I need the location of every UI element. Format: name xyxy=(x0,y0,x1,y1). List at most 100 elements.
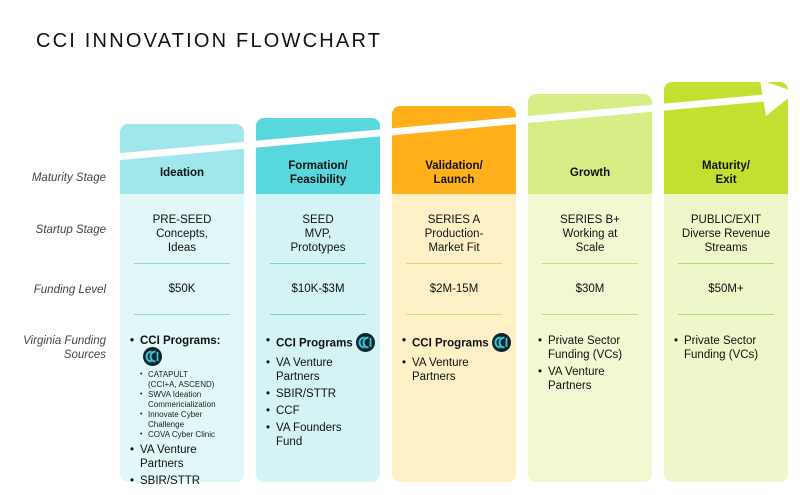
stage-line: Diverse Revenue xyxy=(681,228,771,240)
page-title: CCI INNOVATION FLOWCHART xyxy=(36,30,383,52)
list-item: Private Sector Funding (VCs) xyxy=(538,334,650,362)
list-item: Private Sector Funding (VCs) xyxy=(674,334,786,362)
column-formation-sources: CCI Programs VA Venture Partners SBIR/ST… xyxy=(266,333,378,452)
row-label-funding-sources: Virginia Funding Sources xyxy=(0,334,106,362)
column-growth-startup-stage: SERIES B+ Working at Scale xyxy=(532,213,648,255)
stage-line: PUBLIC/EXIT xyxy=(690,214,762,226)
column-ideation-header: Ideation xyxy=(120,152,244,194)
list-item: VA Venture Partners xyxy=(130,443,242,471)
arrow-shaft xyxy=(110,94,770,161)
sub-list-item-text: SWVA Ideation xyxy=(148,390,202,399)
list-item: VA Founders Fund xyxy=(266,421,378,449)
column-formation-startup-stage: SEED MVP, Prototypes xyxy=(260,213,376,255)
sub-list-item-text: Commericialization xyxy=(148,400,216,409)
sub-list-item-text: CATAPULT xyxy=(148,370,189,379)
list-item: CCF xyxy=(266,404,378,418)
divider xyxy=(542,263,638,264)
list-item-text: VA Venture xyxy=(140,444,197,456)
column-validation-funding: $2M-15M xyxy=(429,283,479,295)
column-validation: Validation/ Launch SERIES A Production- … xyxy=(392,0,516,495)
column-validation-startup-stage: SERIES A Production- Market Fit xyxy=(396,213,512,255)
divider xyxy=(406,314,502,315)
list-item: SBIR/STTR xyxy=(266,387,378,401)
column-validation-header-line2: Launch xyxy=(433,174,475,186)
cci-logo-icon xyxy=(143,347,162,366)
sub-list-item-text: COVA Cyber Clinic xyxy=(148,430,215,439)
divider xyxy=(678,314,774,315)
sub-list-item: Innovate Cyber Challenge xyxy=(140,410,242,430)
list-item-text: Funding (VCs) xyxy=(684,349,759,361)
column-maturity: Maturity/ Exit PUBLIC/EXIT Diverse Reven… xyxy=(664,0,788,495)
row-label-maturity-stage: Maturity Stage xyxy=(31,172,106,184)
column-ideation-startup-stage: PRE-SEED Concepts, Ideas xyxy=(124,213,240,255)
stage-line: Concepts, xyxy=(156,228,208,240)
stage-line: Production- xyxy=(424,228,484,240)
stage-line: SERIES A xyxy=(427,214,481,226)
sub-list-item: COVA Cyber Clinic xyxy=(140,430,242,440)
column-maturity-startup-stage: PUBLIC/EXIT Diverse Revenue Streams xyxy=(668,213,784,255)
column-growth-funding: $30M xyxy=(575,283,605,295)
divider xyxy=(270,263,366,264)
divider xyxy=(134,263,230,264)
column-maturity-header-line2: Exit xyxy=(715,174,737,186)
column-validation-header-line1: Validation/ xyxy=(425,160,483,172)
stage-line: Prototypes xyxy=(290,242,346,254)
column-growth-header-line1: Growth xyxy=(569,167,611,179)
row-label-funding-sources-line2: Sources xyxy=(63,349,106,361)
column-maturity-funding: $50M+ xyxy=(708,283,744,295)
list-item-text: CCI Programs xyxy=(412,337,489,350)
stage-line: SERIES B+ xyxy=(560,214,620,226)
column-growth-header: Growth xyxy=(528,152,652,194)
list-item: VA Venture Partners xyxy=(402,356,514,384)
column-growth: Growth SERIES B+ Working at Scale $30M P… xyxy=(528,0,652,495)
list-item-text: CCF xyxy=(276,405,300,417)
sub-list: CATAPULT (CCI+A, ASCEND) SWVA Ideation C… xyxy=(140,370,242,440)
stage-line: Working at xyxy=(562,228,618,240)
list-item: VA Venture Partners xyxy=(538,365,650,393)
list-item-text: Partners xyxy=(412,371,456,383)
column-formation-header: Formation/ Feasibility xyxy=(256,152,380,194)
list-item-text: Partners xyxy=(140,458,184,470)
stage-line: MVP, xyxy=(304,228,332,240)
divider xyxy=(542,314,638,315)
list-item-text: Private Sector xyxy=(548,335,621,347)
column-formation-header-line1: Formation/ xyxy=(288,160,348,172)
column-ideation-funding: $50K xyxy=(168,283,196,295)
cci-logo-icon xyxy=(355,333,375,352)
list-item: CCI Programs: xyxy=(130,334,242,367)
list-item-text: VA Venture xyxy=(548,366,605,378)
divider xyxy=(134,314,230,315)
sub-list-item: CATAPULT (CCI+A, ASCEND) xyxy=(140,370,242,390)
list-item-text: VA Venture xyxy=(412,357,469,369)
sub-list-item: SWVA Ideation Commericialization xyxy=(140,390,242,410)
list-item: CCI Programs xyxy=(266,333,378,353)
divider xyxy=(678,263,774,264)
column-formation-funding: $10K-$3M xyxy=(291,283,345,295)
list-item: CCI Programs xyxy=(402,333,514,353)
column-growth-sources: Private Sector Funding (VCs) VA Venture … xyxy=(538,334,650,396)
stage-line: SEED xyxy=(302,214,334,226)
list-item: SBIR/STTR xyxy=(130,474,242,488)
list-item-text: VA Venture xyxy=(276,357,333,369)
column-maturity-header-line1: Maturity/ xyxy=(702,160,750,172)
column-ideation: Ideation PRE-SEED Concepts, Ideas $50K C… xyxy=(120,0,244,495)
stage-line: Scale xyxy=(575,242,605,254)
stage-line: Streams xyxy=(704,242,748,254)
list-item-text: SBIR/STTR xyxy=(276,388,337,400)
sub-list-item-text: Innovate Cyber xyxy=(148,410,203,419)
sub-list-item-text: (CCI+A, ASCEND) xyxy=(148,380,215,389)
column-validation-sources: CCI Programs VA Venture Partners xyxy=(402,333,514,387)
column-ideation-header-line1: Ideation xyxy=(159,167,205,179)
column-ideation-sources: CCI Programs: CATAPULT (CCI+A, ASCEND) S… xyxy=(130,334,242,491)
stage-line: PRE-SEED xyxy=(152,214,212,226)
stage-line: Market Fit xyxy=(428,242,480,254)
row-label-startup-stage: Startup Stage xyxy=(35,224,106,236)
list-item-text: Fund xyxy=(276,436,303,448)
list-item-text: Private Sector xyxy=(684,335,757,347)
arrow-head xyxy=(760,80,796,116)
row-label-funding-level: Funding Level xyxy=(33,284,106,296)
column-maturity-sources: Private Sector Funding (VCs) xyxy=(674,334,786,365)
list-item: VA Venture Partners xyxy=(266,356,378,384)
list-item-text: VA Founders xyxy=(276,422,342,434)
